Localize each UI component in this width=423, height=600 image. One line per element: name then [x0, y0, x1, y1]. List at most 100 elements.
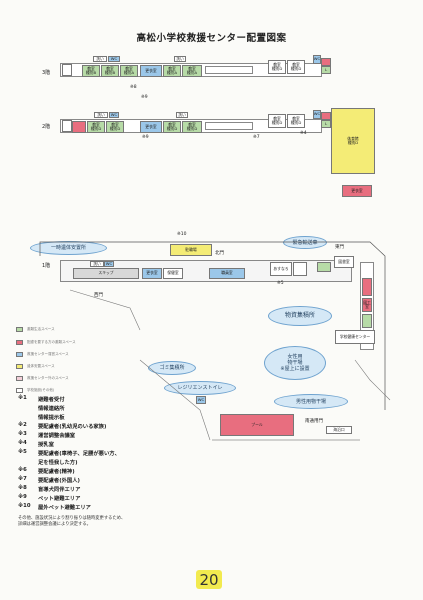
label-kitamon: 北門 — [215, 251, 224, 256]
area-gomi: ゴミ集積所 — [148, 361, 196, 375]
room-2f-1 — [72, 121, 86, 133]
label-higashi: 東門 — [335, 245, 344, 250]
room-gym-red: 更衣室 — [342, 185, 372, 197]
room-2f-wc2: WC — [313, 110, 321, 119]
room-1f-skip: スキップ — [73, 268, 139, 279]
room-2f-8: 教室種別D — [287, 114, 305, 128]
marker-9: ※9 — [141, 95, 148, 100]
note-text-8: 要配慮者(精神) — [38, 469, 75, 475]
room-3f-wc1: WC — [108, 56, 120, 62]
legend-label-4: 救援センター外のスペース — [27, 376, 69, 380]
note-text-6: 要配慮者(車椅子、足腰が悪い方、 — [38, 451, 120, 457]
room-3f-7: 教室種別D — [268, 60, 286, 74]
room-2f-3: 教室種別D — [106, 121, 124, 133]
room-3f-gray — [205, 66, 253, 74]
room-3f-1: 教室種別B — [82, 65, 100, 77]
footnote-line-1: その他、施設状況により割り振りは随時変更するため、 — [18, 516, 126, 521]
room-3f-wc2: WC — [313, 55, 321, 64]
label-nanmon: 南通用門 — [305, 419, 323, 424]
room-1f-shokuin: 職員室 — [209, 268, 245, 279]
area-josei: 女性用 物干場 ※屋上に設置 — [264, 346, 326, 380]
marker-10: ※10 — [177, 232, 187, 237]
room-gym: 体育館種別D — [331, 108, 375, 174]
room-2f-2: 教室種別D — [87, 121, 105, 133]
area-busshitsu: 物資集積所 — [268, 306, 332, 326]
room-2f-l: L — [321, 120, 331, 128]
footnote: その他、施設状況により割り振りは随時変更するため、 詳細は運営調整会議により決定… — [18, 516, 125, 528]
page-number: 20 — [196, 570, 222, 589]
room-1f-tosho: 図書室 — [334, 256, 354, 268]
room-2f-4: 更衣室 — [140, 121, 162, 133]
room-1f-b — [317, 262, 331, 272]
room-3f-4: 更衣室 — [140, 65, 162, 77]
label-kaigan: 海沿口 — [326, 426, 352, 434]
note-text-9: 要配慮者(外国人) — [38, 478, 80, 484]
legend-label-2: 救援センター運営スペース — [27, 352, 69, 356]
area-kinkyu: 緊急輸送車 — [283, 236, 327, 249]
area-pool: プール — [220, 414, 294, 436]
room-2f-5: 教室種別D — [163, 121, 181, 133]
note-text-1: 情報連絡所 — [38, 406, 65, 412]
note-key-12: ※10 — [18, 503, 31, 509]
label-nishimon: 西門 — [94, 293, 103, 298]
note-key-11: ※9 — [18, 494, 27, 500]
floor-label-1: 1階 — [42, 263, 51, 269]
area-resilience: レジリエンストイレ — [164, 381, 236, 395]
marker-7: ※7 — [253, 135, 260, 140]
room-2f-end — [62, 120, 72, 132]
note-text-10: 盲導犬同伴エリア — [38, 487, 81, 493]
room-outdoor-wc: WC — [196, 396, 206, 404]
legend-swatch-1 — [16, 340, 23, 345]
room-1f-wc1: WC — [104, 261, 114, 267]
legend-swatch-2 — [16, 352, 23, 357]
room-1f-a — [293, 262, 307, 276]
note-key-6: ※5 — [18, 449, 27, 455]
room-1f-asunaro: あすなろ — [270, 262, 292, 276]
room-2f-7: 教室種別D — [268, 114, 286, 128]
room-1f-wash1: 洗い — [90, 261, 104, 267]
room-3f-l: L — [321, 66, 331, 74]
note-text-5: 授乳室 — [38, 442, 54, 448]
marker-8: ※8 — [130, 85, 137, 90]
room-1f-e2: 図工室 — [362, 298, 372, 312]
note-key-4: ※3 — [18, 431, 27, 437]
room-2f-red — [321, 112, 331, 120]
area-churinjo: 駐輪場 — [170, 244, 212, 256]
room-1f-e1 — [362, 278, 372, 296]
room-2f-wc1: WC — [109, 112, 119, 118]
legend-label-5: 学校施設(その他) — [27, 388, 55, 392]
note-text-7: 足を怪我した方) — [38, 460, 78, 466]
note-text-4: 運営調整会議室 — [38, 433, 76, 439]
room-3f-red — [321, 58, 331, 66]
note-key-5: ※4 — [18, 440, 27, 446]
note-text-0: 避難者受付 — [38, 397, 65, 403]
room-3f-wash1: 洗い — [93, 56, 107, 62]
room-3f-5: 教室種別A — [163, 65, 181, 77]
page-title: 高松小学校救援センター配置図案 — [136, 33, 287, 44]
room-1f-hoken: 保健室 — [163, 268, 183, 279]
room-3f-wash2: 洗い — [174, 56, 186, 62]
note-key-0: ※1 — [18, 395, 27, 401]
room-3f-6: 教室種別A — [182, 65, 202, 77]
legend-label-1: 配慮を要する方の避難スペース — [27, 340, 76, 344]
floor-label-3: 3階 — [42, 70, 51, 76]
area-dansei: 男性用物干場 — [274, 394, 348, 409]
note-key-3: ※2 — [18, 422, 27, 428]
legend-swatch-0 — [16, 327, 23, 332]
note-text-12: 屋外ペット避難エリア — [38, 505, 91, 511]
floor-label-2: 2階 — [42, 124, 51, 130]
room-3f-2: 教室種別B — [101, 65, 119, 77]
marker-9b: ※9 — [142, 135, 149, 140]
note-key-9: ※7 — [18, 476, 27, 482]
note-key-8: ※6 — [18, 467, 27, 473]
room-3f-3: 教室種別A — [120, 65, 138, 77]
room-3f-8: 教室種別D — [287, 60, 305, 74]
legend-label-0: 避難生活スペース — [27, 327, 55, 331]
room-1f-kouhou: 学校健康センター — [335, 330, 375, 344]
room-2f-6: 教室種別D — [182, 121, 202, 133]
legend-label-3: 遺体安置スペース — [27, 364, 55, 368]
note-key-10: ※8 — [18, 485, 27, 491]
legend-swatch-5 — [16, 388, 23, 393]
note-text-2: 情報提示板 — [38, 415, 65, 421]
